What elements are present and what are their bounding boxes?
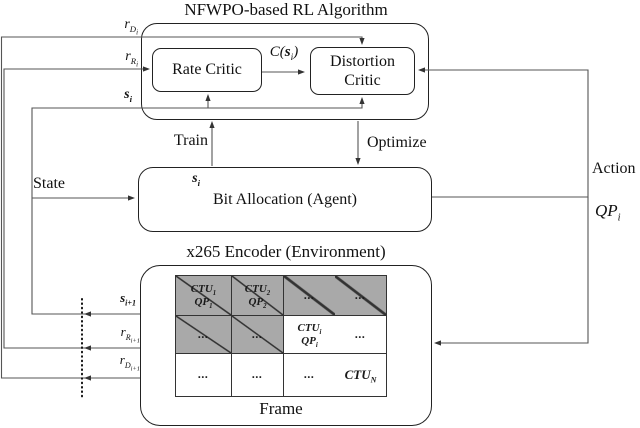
distortion-critic-label-line2: Critic xyxy=(344,72,381,89)
edge-action-to-distortion xyxy=(424,69,589,198)
arrowhead-si-into-distortion xyxy=(359,97,365,104)
edge-rdi-feedback xyxy=(0,36,363,379)
ctu-cell-n: ... CTUN xyxy=(304,366,377,385)
label-c-of-s-i: C(si) xyxy=(269,44,299,63)
ctu-cell-1: CTU1 QP1 xyxy=(176,276,232,316)
label-s-i-state: si xyxy=(192,171,200,188)
edge-state-feedback xyxy=(31,104,363,315)
ctu-cell-dots-r2c1: ... xyxy=(176,316,232,354)
rl-algorithm-title: NFWPO-based RL Algorithm xyxy=(184,0,388,19)
ctu-cell-2: CTU2 QP2 xyxy=(232,276,284,316)
label-frame: Frame xyxy=(259,399,303,418)
bit-allocation-agent-box: Bit Allocation (Agent) xyxy=(138,167,432,232)
rate-critic-box: Rate Critic xyxy=(152,48,262,92)
label-r-d-i: rDi xyxy=(124,17,138,37)
arrowhead-r-d-plus1 xyxy=(84,375,91,381)
encoder-title: x265 Encoder (Environment) xyxy=(186,242,386,261)
label-r-d-i-plus1: rDi+1 xyxy=(119,352,140,373)
arrowhead-si-into-rate xyxy=(205,94,211,101)
edge-rri-feedback xyxy=(3,68,144,349)
arrowhead-c-si xyxy=(298,69,305,75)
label-r-r-i-plus1: rRi+1 xyxy=(120,324,140,345)
agent-label: Bit Allocation (Agent) xyxy=(213,190,357,208)
ctu-cell-dots-r2c2: ... xyxy=(232,316,284,354)
label-r-r-i: rRi xyxy=(125,49,138,69)
distortion-critic-box: Distortion Critic xyxy=(310,47,415,95)
arrowhead-action-encoder xyxy=(434,340,441,346)
label-state: State xyxy=(33,175,65,192)
arrowhead-s-plus1 xyxy=(84,311,91,317)
ctu-cell-dots-r3c1: ... xyxy=(176,354,232,396)
arrowhead-rri-into-rate xyxy=(143,66,150,72)
arrowhead-optimize xyxy=(355,158,361,165)
label-qp-i: QPi xyxy=(595,201,621,224)
arrowhead-r-r-plus1 xyxy=(84,345,91,351)
ctu-cell-dots-r3c2: ... xyxy=(232,354,284,396)
arrowhead-rdi-into-distortion xyxy=(359,38,365,45)
label-s-i-plus1: si+1 xyxy=(120,290,136,308)
label-train: Train xyxy=(173,132,208,149)
ctu-cell-dots-row1: ... ... xyxy=(284,276,386,316)
edge-action-to-encoder xyxy=(440,197,589,344)
rate-critic-label: Rate Critic xyxy=(172,61,242,79)
arrowhead-train xyxy=(209,121,215,128)
arrowhead-state-into-agent xyxy=(128,195,135,201)
label-action: Action xyxy=(592,160,636,177)
ctu-cell-i: CTUi QPi ... xyxy=(284,316,386,354)
label-optimize: Optimize xyxy=(367,134,427,151)
label-s-i: si xyxy=(124,87,132,104)
frame-grid: CTU1 QP1 CTU2 QP2 ... ... ... ... CTUi Q… xyxy=(175,275,387,397)
distortion-critic-label-line1: Distortion xyxy=(330,52,395,70)
arrowhead-action-distortion xyxy=(418,67,425,73)
